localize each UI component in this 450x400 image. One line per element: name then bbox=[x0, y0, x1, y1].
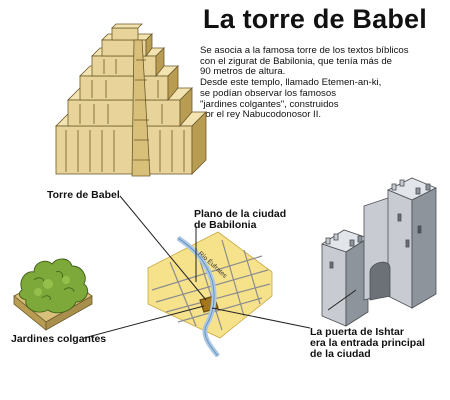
description-line: Desde este templo, llamado Etemen-an-ki, bbox=[200, 77, 382, 89]
description-line: se podían observar los famosos bbox=[200, 87, 336, 99]
description-line: "jardines colgantes", construidos bbox=[200, 98, 339, 110]
label-city-plan: Plano de la ciudad de Babilonia bbox=[194, 209, 286, 231]
label-ishtar-gate-line: era la entrada principal bbox=[310, 337, 425, 349]
babylon-city-map: Río Éufrates bbox=[147, 231, 273, 358]
leader-line-jardines bbox=[83, 305, 205, 339]
label-ishtar-gate: La puerta de Ishtar era la entrada princ… bbox=[310, 327, 425, 360]
label-ishtar-gate-line: La puerta de Ishtar bbox=[310, 326, 404, 338]
label-hanging-gardens: Jardines colgantes bbox=[11, 333, 107, 345]
leader-lines bbox=[83, 195, 357, 339]
description-line: 90 metros de altura. bbox=[200, 66, 286, 78]
label-city-plan-line: Plano de la ciudad bbox=[194, 208, 287, 220]
label-tower-of-babel: Torre de Babel bbox=[47, 189, 120, 201]
tower-of-babel-illustration bbox=[55, 23, 207, 177]
leader-line-torre bbox=[119, 195, 207, 301]
label-city-plan-line: de Babilonia bbox=[194, 219, 257, 231]
description-line: Se asocia a la famosa torre de los texto… bbox=[200, 45, 409, 56]
description-text: Se asocia a la famosa torre de los texto… bbox=[200, 45, 448, 121]
hanging-gardens-illustration bbox=[13, 258, 93, 331]
leader-line-puerta-b bbox=[327, 289, 357, 311]
leader-line-puerta-a bbox=[211, 307, 311, 329]
label-ishtar-gate-line: de la ciudad bbox=[310, 348, 371, 360]
page-title: La torre de Babel bbox=[203, 4, 427, 34]
description-line: con el zigurat de Babilonia, que tenía m… bbox=[200, 55, 393, 67]
description-line: por el rey Nabucodonosor II. bbox=[200, 109, 322, 121]
ishtar-gate-illustration bbox=[321, 177, 437, 327]
